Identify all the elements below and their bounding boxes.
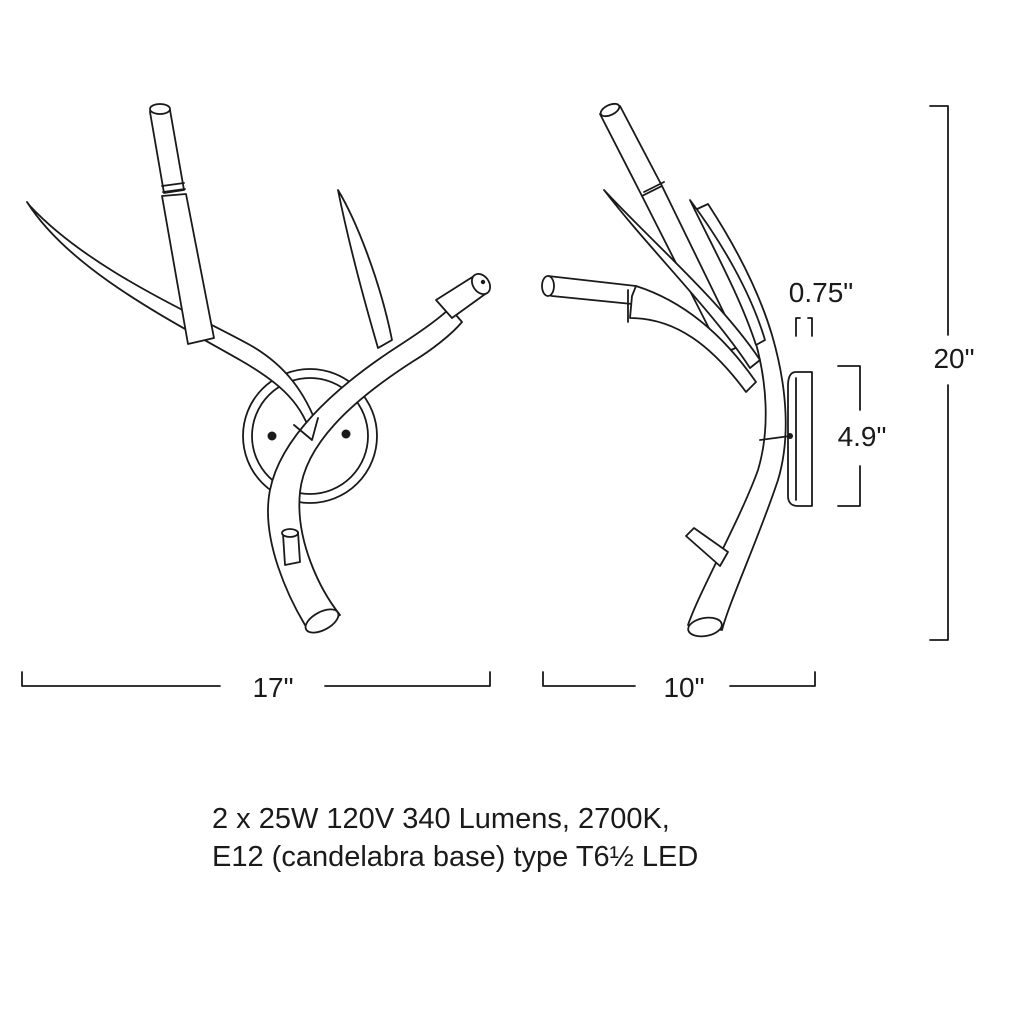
side-stub bbox=[685, 527, 729, 567]
side-horn-spike-a bbox=[603, 189, 761, 369]
side-canopy bbox=[787, 371, 813, 507]
depth-dimension: 10" bbox=[542, 671, 816, 703]
side-main-stem bbox=[687, 203, 787, 631]
lamp-specification: 2 x 25W 120V 340 Lumens, 2700K, E12 (can… bbox=[212, 800, 698, 876]
mounting-screw-right bbox=[341, 429, 351, 439]
canopy-height-dimension: 4.9" bbox=[837, 365, 887, 507]
front-view bbox=[26, 103, 491, 634]
canopy-depth-label: 0.75" bbox=[789, 277, 853, 308]
spec-line-1: 2 x 25W 120V 340 Lumens, 2700K, bbox=[212, 803, 670, 835]
side-left-lamp-arm bbox=[541, 275, 757, 393]
side-horn-spike-b bbox=[689, 199, 766, 346]
front-stem-end bbox=[304, 608, 340, 634]
canopy-height-label: 4.9" bbox=[838, 421, 887, 452]
width-dimension: 17" bbox=[21, 671, 491, 703]
width-label: 17" bbox=[252, 672, 293, 703]
depth-label: 10" bbox=[663, 672, 704, 703]
side-stem-end bbox=[687, 616, 723, 638]
front-right-horn bbox=[337, 189, 393, 349]
side-view bbox=[541, 102, 813, 638]
front-right-lamp-arm bbox=[435, 272, 491, 319]
front-stub bbox=[281, 528, 301, 566]
front-left-lamp-arm bbox=[149, 103, 215, 345]
mounting-screw-left bbox=[267, 431, 277, 441]
spec-line-2: E12 (candelabra base) type T6½ LED bbox=[212, 841, 699, 873]
canopy-depth-dimension: 0.75" bbox=[789, 277, 853, 337]
height-dimension: 20" bbox=[929, 105, 975, 641]
height-label: 20" bbox=[933, 343, 974, 374]
